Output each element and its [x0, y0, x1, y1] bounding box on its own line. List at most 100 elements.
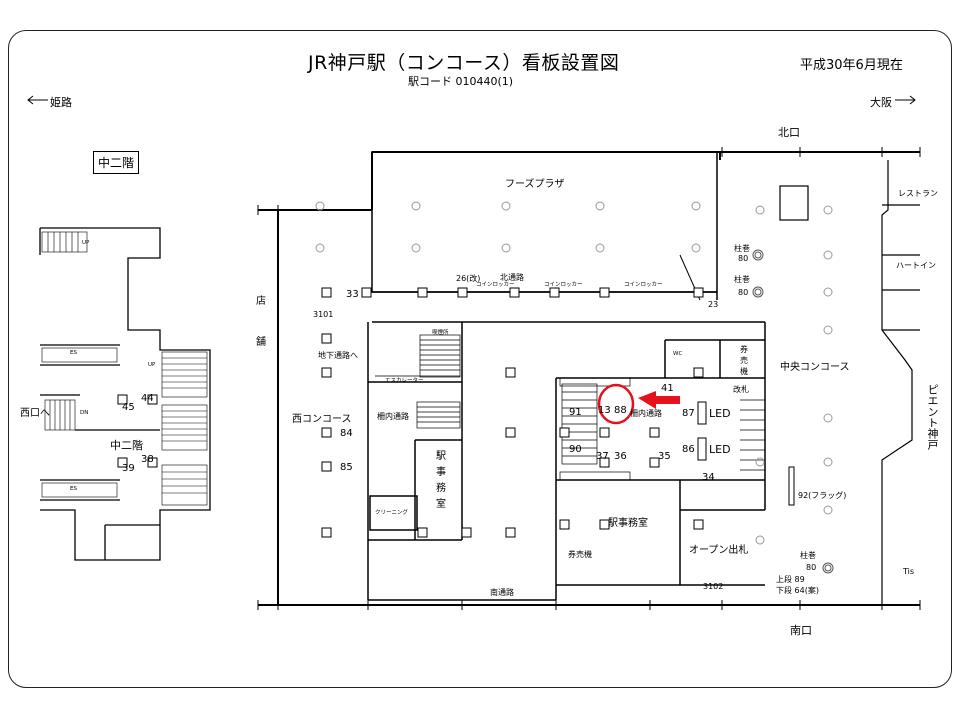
- food-plaza-label: フーズプラザ: [505, 179, 565, 190]
- dn-label: DN: [80, 410, 89, 416]
- sign-box-mark: [693, 367, 704, 378]
- pillar-wrap-1-num: 80: [738, 254, 749, 263]
- west-exit-label: 西口へ: [20, 408, 50, 419]
- pillar: [823, 325, 833, 335]
- sign-box-mark: [457, 287, 468, 298]
- sign-box-mark: [509, 287, 520, 298]
- sign-box-mark: [417, 527, 428, 538]
- pillar: [823, 413, 833, 423]
- sign-box-mark: [321, 287, 332, 298]
- pillar: [755, 457, 765, 467]
- led-87-mark: [697, 401, 707, 425]
- sign-86: 86: [682, 444, 695, 455]
- sign-85: 85: [340, 462, 353, 473]
- wc-label: WC: [673, 351, 683, 357]
- sign-84: 84: [340, 428, 353, 439]
- food-plaza-block: [371, 151, 718, 293]
- map-frame: [8, 30, 952, 688]
- inner-passage-left-label: 柵内通路: [377, 412, 409, 421]
- sign-64-lower: 下段 64(案): [776, 586, 819, 595]
- flag-92-mark: [788, 466, 795, 506]
- sign-34: 34: [702, 472, 715, 483]
- sign-92-flag: 92(フラッグ): [798, 491, 847, 500]
- coin-locker-1-label: コインロッカー: [476, 282, 515, 288]
- sign-35: 35: [658, 451, 671, 462]
- south-passage-label: 南通路: [490, 588, 514, 597]
- mezzanine-plan: [39, 227, 211, 561]
- shop-label-1: 店: [256, 296, 266, 307]
- escalator-label: エスカレーター: [385, 378, 424, 384]
- pillar: [823, 505, 833, 515]
- sign-45: 45: [122, 402, 135, 413]
- pillar: [691, 201, 701, 211]
- map-title: JR神戸駅（コンコース）看板設置図: [308, 52, 620, 74]
- sign-box-mark: [649, 457, 660, 468]
- highlight-arrow: [638, 391, 680, 409]
- sign-box-mark: [505, 427, 516, 438]
- east-structure: [779, 160, 920, 605]
- pillar: [595, 201, 605, 211]
- piento-label: ピエント神戸: [926, 384, 939, 450]
- sign-37: 37: [596, 451, 609, 462]
- mezzanine-floor-label: 中二階: [110, 439, 143, 452]
- sign-box-mark: [559, 427, 570, 438]
- pillar: [755, 205, 765, 215]
- sign-box-mark: [117, 457, 128, 468]
- north-passage-walls: [372, 291, 765, 323]
- west-direction-label: 姫路: [50, 96, 72, 109]
- sign-box-mark: [505, 367, 516, 378]
- central-concourse-label: 中央コンコース: [780, 362, 850, 373]
- sign-box-mark: [693, 287, 704, 298]
- tis-label: Tis: [903, 567, 915, 576]
- sign-26: 26(改): [456, 274, 481, 283]
- sign-box-mark: [361, 287, 372, 298]
- pillar-wrap-3-num: 80: [806, 563, 817, 572]
- es-label-2: ES: [70, 486, 77, 492]
- led-86-mark: [697, 437, 707, 461]
- sign-44: 44: [141, 393, 154, 404]
- ticket-vertical-1: 券: [740, 345, 748, 354]
- station-office-label: 駅事務室: [608, 518, 648, 529]
- restaurant-label: レストラン: [898, 189, 938, 198]
- led-label-1: LED: [709, 407, 731, 420]
- pillar: [823, 287, 833, 297]
- inner-gate-zone: [367, 322, 766, 601]
- underground-way-label: 地下通路へ: [318, 351, 358, 360]
- sign-88: 88: [614, 405, 627, 416]
- sign-box-mark: [321, 461, 332, 472]
- sign-box-mark: [599, 457, 610, 468]
- sign-box-mark: [599, 427, 610, 438]
- sign-39: 39: [122, 463, 135, 474]
- south-exit-label: 南口: [790, 624, 812, 637]
- station-code: 駅コード 010440(1): [408, 75, 514, 88]
- highlight-circle: [597, 383, 635, 425]
- up-label-2: UP: [148, 362, 156, 368]
- pillar: [823, 250, 833, 260]
- sign-box-mark: [649, 427, 660, 438]
- pillar: [595, 243, 605, 253]
- mezzanine-box-label: 中二階: [93, 151, 140, 174]
- sign-box-mark: [147, 394, 158, 405]
- heart-in-label: ハートイン: [896, 261, 936, 270]
- open-gate-label: オープン出札: [689, 545, 749, 556]
- platform-stairs: [559, 377, 765, 481]
- sign-box-mark: [549, 287, 560, 298]
- sign-box-mark: [599, 519, 610, 530]
- sign-box-mark: [321, 367, 332, 378]
- sign-box-mark: [505, 527, 516, 538]
- sign-box-mark: [559, 519, 570, 530]
- mezzanine-stairs: [41, 231, 208, 506]
- north-passage-label: 北通路: [500, 273, 524, 282]
- sign-91: 91: [569, 407, 582, 418]
- pillar: [315, 201, 325, 211]
- as-of-date: 平成30年6月現在: [800, 58, 903, 73]
- pillar: [411, 243, 421, 253]
- sign-3101: 3101: [313, 310, 334, 319]
- sign-89-upper: 上段 89: [776, 575, 805, 584]
- east-direction-label: 大阪: [870, 96, 892, 109]
- pillar: [691, 243, 701, 253]
- sign-box-mark: [321, 333, 332, 344]
- pillar: [823, 457, 833, 467]
- sign-3102: 3102: [703, 582, 724, 591]
